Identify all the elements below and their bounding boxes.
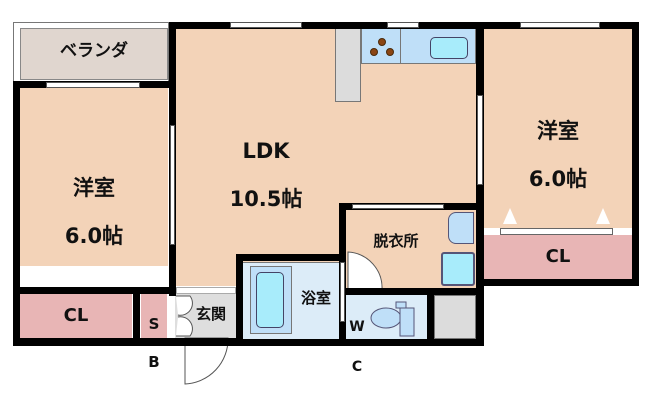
stove-icon (370, 38, 394, 56)
shoe-box-label-b: B (148, 353, 160, 371)
room-name: 洋室 (73, 176, 115, 201)
wall (169, 22, 484, 29)
western-room-right (484, 28, 632, 228)
wall (13, 81, 20, 346)
veranda-label: ベランダ (60, 41, 128, 61)
closet-right-label: CL (545, 246, 571, 267)
western-room-right-label: 洋室 6.0帖 (484, 95, 632, 192)
shoe-box-label: S B (141, 296, 167, 372)
room-name: LDK (242, 139, 290, 164)
door-guide-icon (110, 267, 126, 285)
wall (427, 288, 434, 344)
western-room-left-label: 洋室 6.0帖 (20, 152, 168, 249)
veranda (20, 28, 168, 80)
kitchen-island (335, 28, 361, 102)
shoe-box-label-s: S (148, 315, 160, 333)
pipe-space (434, 295, 476, 339)
bathroom-door-icon[interactable] (346, 250, 386, 292)
wall (632, 22, 639, 286)
closet-right (484, 235, 632, 279)
door-guide-icon (27, 267, 43, 285)
sink-icon (430, 37, 468, 59)
room-size: 6.0帖 (528, 167, 588, 192)
western-room-left (20, 88, 168, 266)
entrance-label: 玄関 (195, 305, 226, 323)
wall (346, 288, 476, 295)
veranda-sliding-door[interactable] (46, 82, 140, 88)
window[interactable] (520, 22, 600, 28)
bathtub-icon (256, 272, 284, 328)
wall (133, 287, 140, 342)
counter-divider (400, 28, 401, 64)
window[interactable] (387, 22, 419, 28)
closet-left (20, 294, 132, 338)
wall (13, 338, 243, 346)
wall (236, 254, 346, 261)
shoe-box (141, 294, 167, 338)
entrance-opening (176, 287, 236, 294)
dressing-room-label: 脱衣所 (373, 232, 419, 250)
ldk-label: LDK 10.5帖 (176, 115, 356, 212)
toilet-label-w: W (349, 319, 365, 335)
toilet-icon (370, 301, 415, 337)
closet-right-door[interactable] (500, 228, 613, 235)
toilet-label: W C (348, 297, 366, 377)
window[interactable] (230, 22, 302, 28)
room-size: 10.5帖 (229, 187, 303, 212)
sliding-door[interactable] (170, 125, 175, 245)
washbasin-icon (448, 212, 474, 244)
toilet-door[interactable] (340, 262, 345, 322)
entrance-door-icon[interactable] (168, 294, 248, 394)
sliding-door[interactable] (477, 95, 483, 185)
room-name: 洋室 (537, 119, 579, 144)
wall (13, 287, 175, 294)
wall (476, 279, 639, 286)
toilet-label-c: C (351, 359, 363, 375)
closet-left-label: CL (63, 305, 89, 326)
room-size: 6.0帖 (64, 224, 124, 249)
door-guide-icon (595, 207, 611, 225)
washing-machine-icon (441, 252, 475, 286)
bathroom-label: 浴室 (300, 289, 331, 307)
wall (236, 339, 484, 346)
dressing-sliding-door[interactable] (352, 204, 444, 209)
door-guide-icon (502, 207, 518, 225)
wall (236, 254, 243, 346)
